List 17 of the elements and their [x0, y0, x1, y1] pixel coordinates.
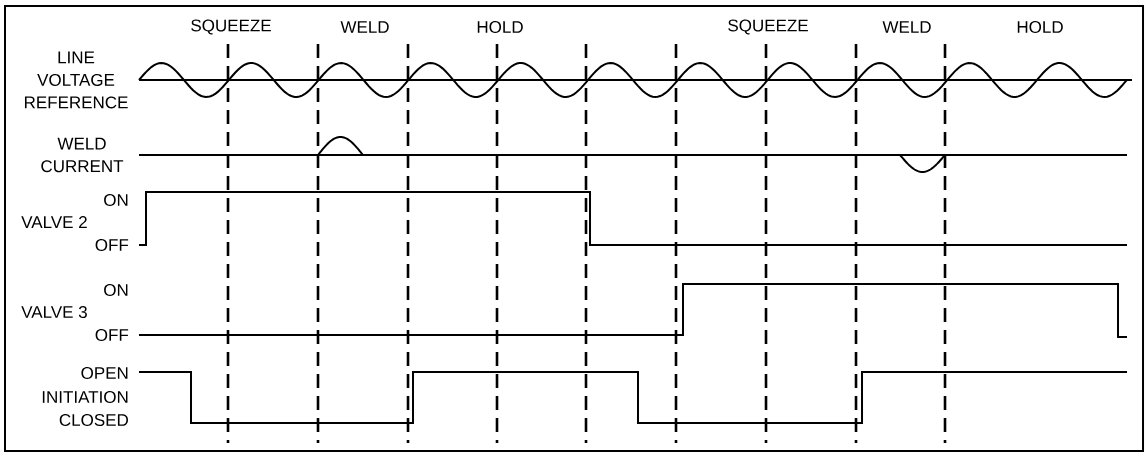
- state-label: OFF: [95, 239, 129, 252]
- phase-label: SQUEEZE: [191, 19, 271, 35]
- state-label: ON: [104, 194, 128, 207]
- phase-label: WELD: [882, 21, 931, 33]
- signal-label: LINE VOLTAGE REFERENCE: [25, 51, 128, 109]
- signal-label: VALVE 2: [21, 216, 87, 228]
- signal-label: INITIATION: [42, 391, 128, 404]
- state-label: ON: [104, 284, 128, 297]
- state-label: OPEN: [81, 367, 128, 380]
- phase-label: WELD: [340, 21, 389, 33]
- signal-label: VALVE 3: [21, 306, 87, 319]
- phase-label: HOLD: [1017, 21, 1063, 34]
- phase-label: SQUEEZE: [728, 19, 808, 35]
- state-label: CLOSED: [59, 414, 128, 427]
- signal-label: WELD CURRENT: [41, 137, 124, 173]
- state-label: OFF: [95, 329, 129, 342]
- phase-label: HOLD: [477, 21, 523, 34]
